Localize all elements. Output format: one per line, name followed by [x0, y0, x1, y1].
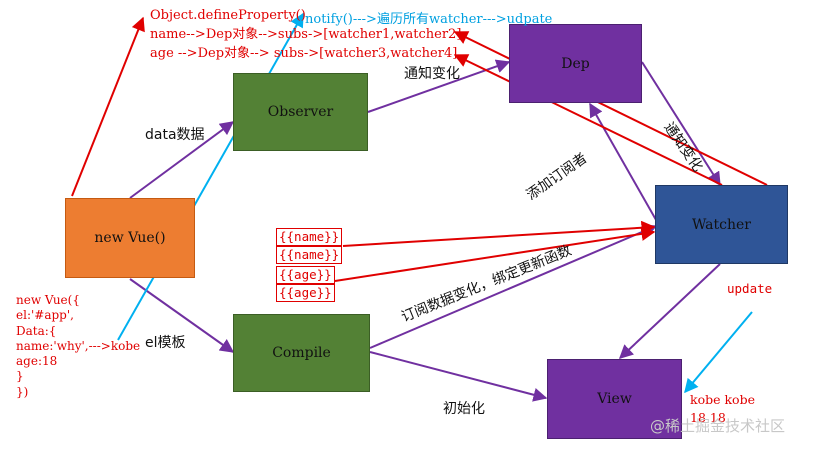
init-label: 初始化: [443, 401, 485, 417]
view-node: View: [547, 359, 682, 439]
code-line: name:'why',--->kobe: [16, 338, 141, 353]
name-template-box-1: {{name}}: [276, 228, 343, 246]
code-line: Data:{: [16, 323, 57, 338]
arrow-watcher-to-name-subs: [453, 31, 768, 186]
el-edge-label: el模板: [145, 335, 186, 351]
arrow-vue-to-observer: [129, 121, 235, 199]
observer-label: Observer: [267, 104, 334, 120]
notify-flow-annotation: notify()--->遍历所有watcher--->udpate: [305, 12, 553, 27]
age-subs-annotation: age -->Dep对象--> subs->[watcher3,watcher4…: [150, 46, 458, 61]
arrow-compile-to-view: [369, 351, 548, 402]
arrow-watcher-to-age-subs: [453, 54, 723, 186]
new-vue-node: new Vue(): [65, 198, 195, 278]
age-template-box-2: {{age}}: [276, 284, 335, 302]
name-template-box-2: {{name}}: [276, 246, 343, 264]
code-line: new Vue({: [16, 293, 80, 307]
view-values-annotation: kobe kobe: [690, 392, 755, 407]
arrow-name-template-to-watcher: [342, 220, 656, 247]
age-template-box-1: {{age}}: [276, 266, 335, 284]
code-line: }: [16, 369, 24, 384]
arrow-watcher-to-view: [618, 263, 721, 359]
data-edge-label: data数据: [145, 127, 205, 143]
compile-label: Compile: [272, 345, 331, 361]
arrow-compile-to-watcher: [369, 224, 658, 349]
dep-label: Dep: [561, 55, 590, 72]
arrow-dep-to-watcher: [641, 61, 721, 187]
new-vue-label: new Vue(): [94, 230, 166, 246]
arrow-age-template-to-watcher: [334, 226, 656, 282]
watermark-text: @稀土掘金技术社区: [650, 417, 786, 435]
update-label: update: [727, 281, 773, 296]
compile-node: Compile: [233, 314, 370, 392]
watcher-node: Watcher: [655, 185, 788, 264]
watcher-label: Watcher: [692, 216, 751, 233]
arrow-vue-to-compile: [129, 278, 235, 353]
dep-node: Dep: [509, 24, 642, 103]
vue-code-snippet: new Vue({ el:'#app', Data:{ name:'why',-…: [16, 293, 140, 400]
view-numbers-annotation: 18 18: [690, 410, 726, 425]
code-line: age:18: [16, 354, 58, 369]
name-subs-annotation: name-->Dep对象-->subs->[watcher1,watcher2]: [150, 27, 462, 42]
code-line: }): [16, 384, 29, 399]
define-property-annotation: Object.defineProperty(): [150, 8, 306, 23]
notify-change-label: 通知变化: [404, 66, 460, 82]
arrow-code-to-notify: [117, 12, 304, 341]
arrow-update-to-view: [684, 311, 753, 394]
observer-node: Observer: [233, 73, 368, 151]
arrow-vue-to-defineproperty: [71, 16, 145, 197]
view-label: View: [597, 391, 632, 407]
code-line: el:'#app',: [16, 308, 74, 323]
